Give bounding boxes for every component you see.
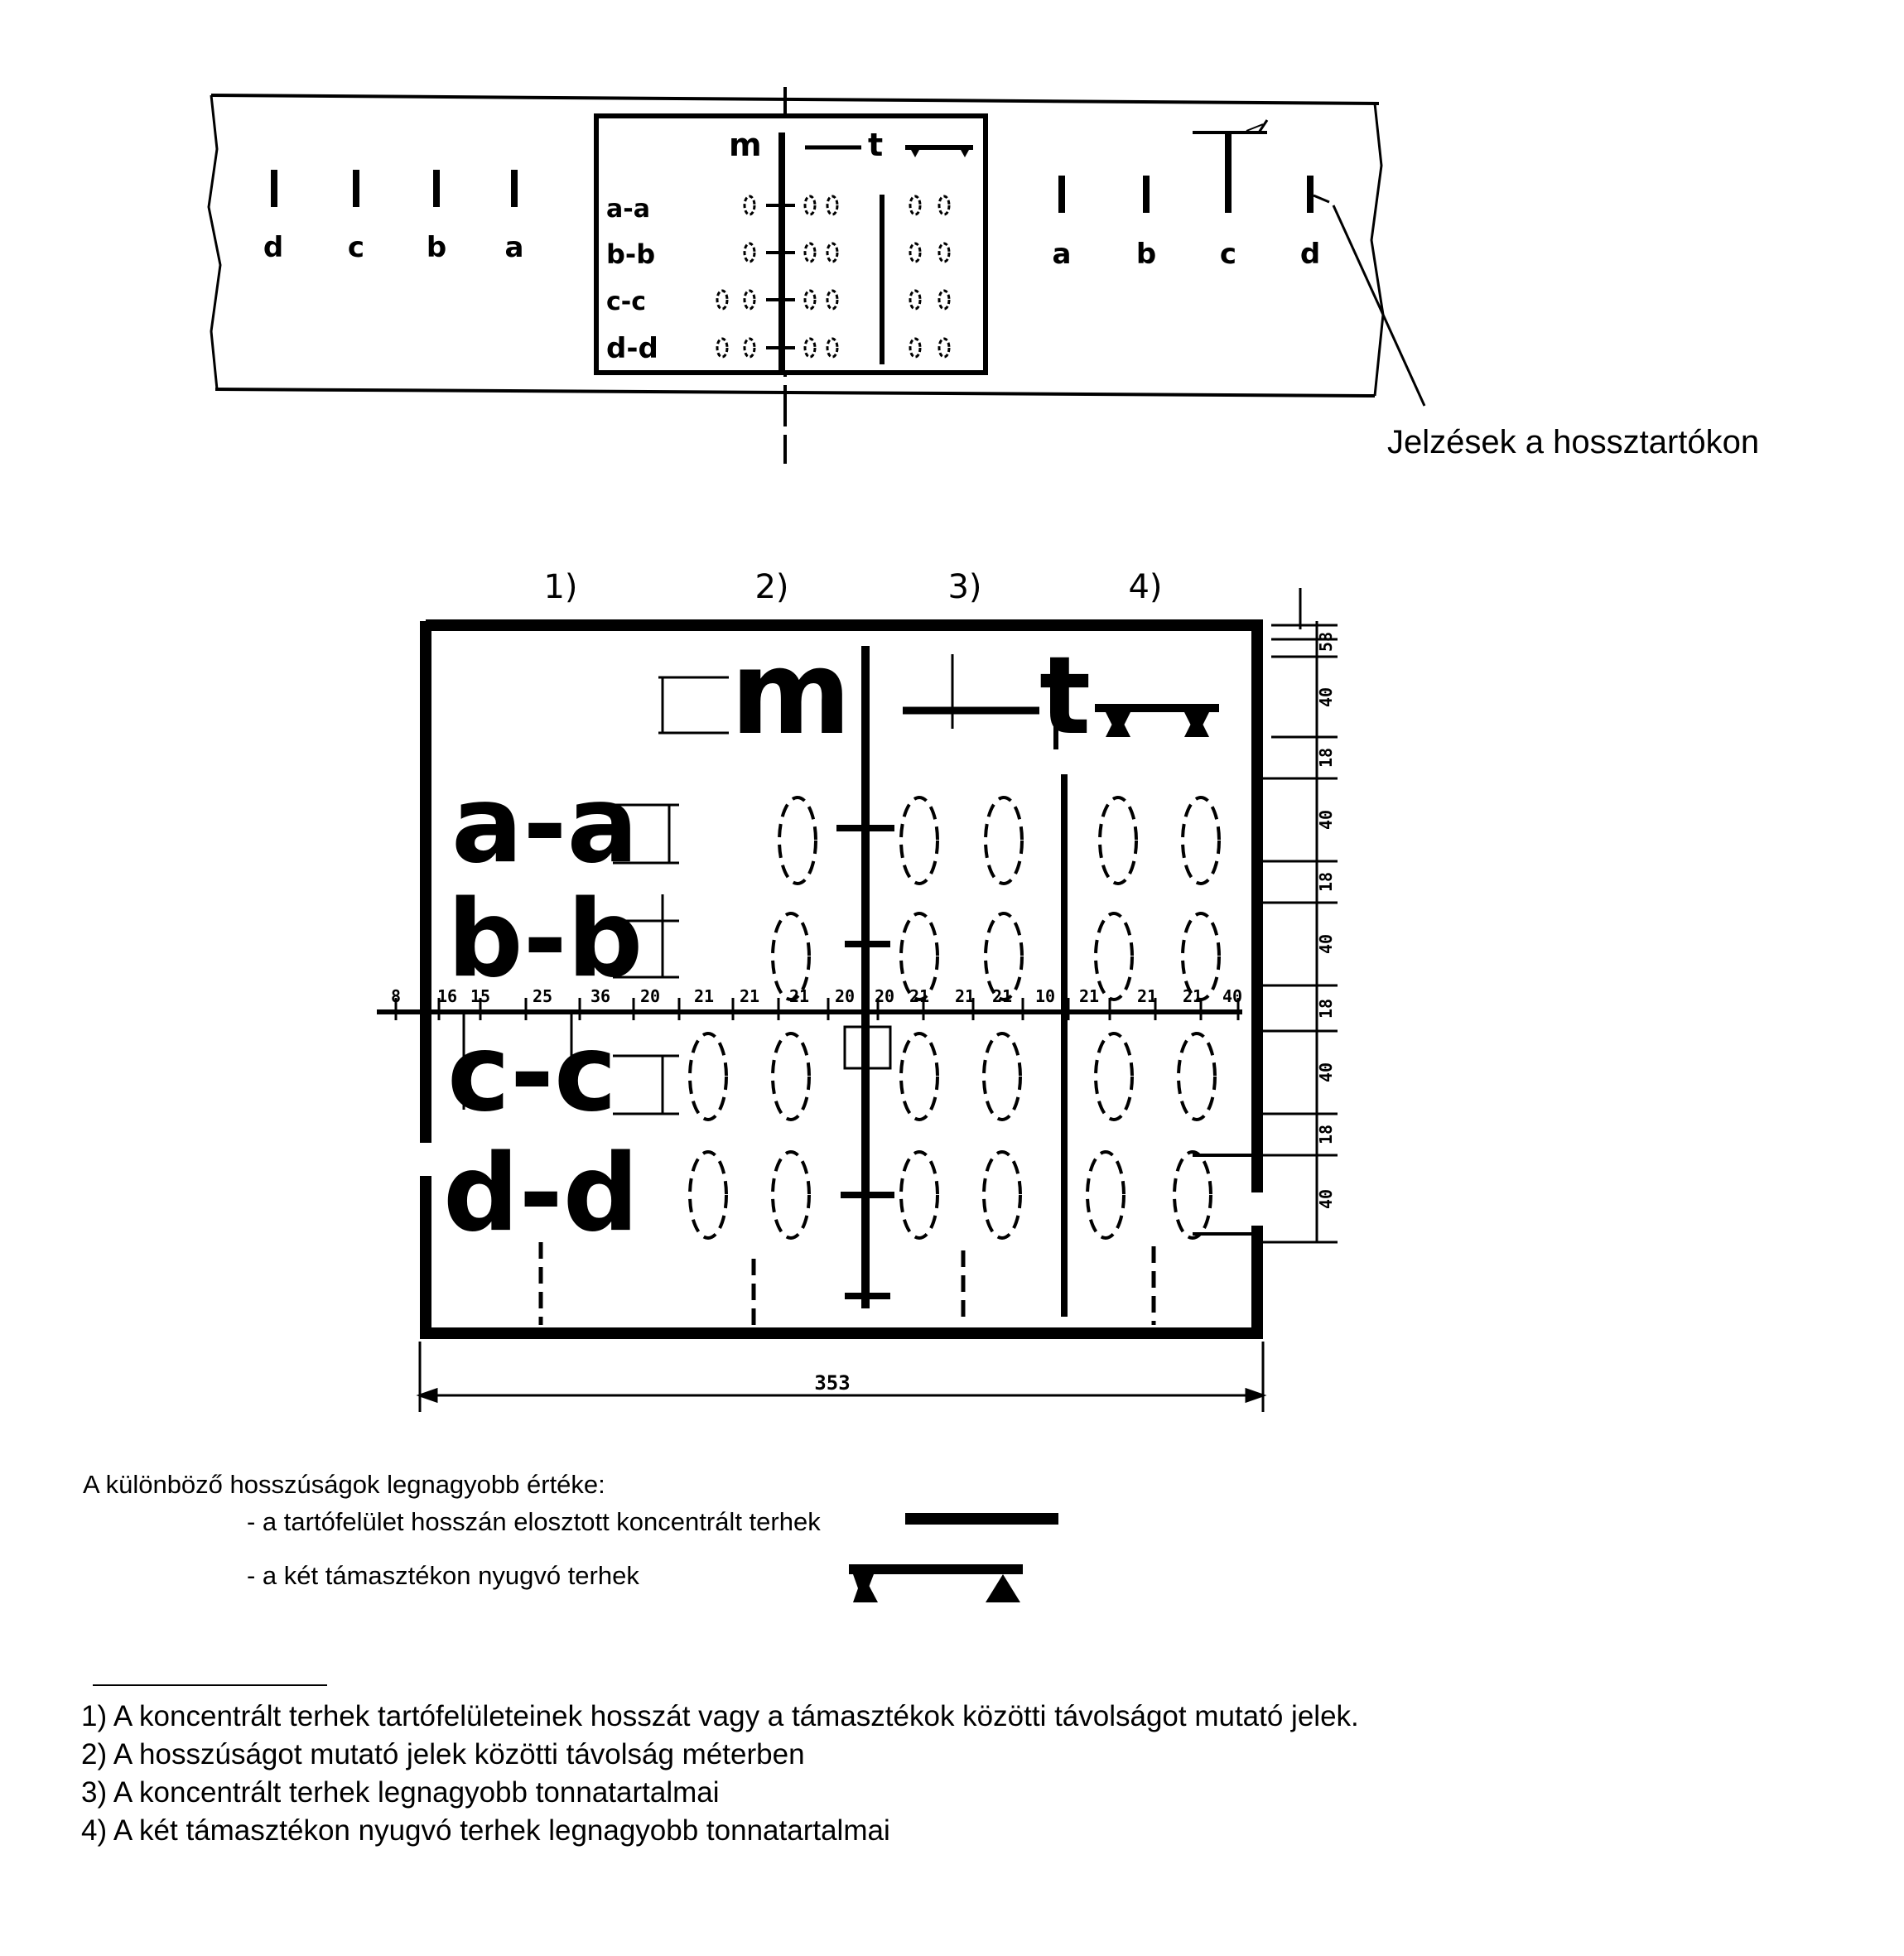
ruler-label: 21 xyxy=(740,986,759,1006)
col-number-3: 3) xyxy=(947,568,981,606)
small-row-b-b: b-b xyxy=(606,238,655,270)
small-oval-grid xyxy=(716,195,951,359)
right-mark-label-d: d xyxy=(1300,238,1320,271)
ruler-label: 21 xyxy=(694,986,714,1006)
right-dim-label: 40 xyxy=(1316,1062,1336,1082)
right-dim-label: 58 xyxy=(1316,632,1336,652)
detail-row-c-c: c-c xyxy=(447,1012,617,1135)
legend-item-distributed: - a tartófelület hosszán elosztott konce… xyxy=(247,1507,821,1536)
right-dim-label: 40 xyxy=(1316,934,1336,954)
left-mark-label-b: b xyxy=(427,231,446,264)
ruler-label: 16 xyxy=(437,986,457,1006)
right-dim-label: 18 xyxy=(1316,748,1336,768)
col-number-2: 2) xyxy=(754,568,788,606)
small-header-m: m xyxy=(729,127,762,163)
row-dimension-brackets xyxy=(570,803,679,1115)
ruler-label: 20 xyxy=(875,986,894,1006)
small-header-t: t xyxy=(868,127,883,163)
right-mark-label-a: a xyxy=(1053,238,1072,271)
right-dimension-chain xyxy=(1263,588,1338,1244)
footnote-4: 4) A két támasztékon nyugvó terhek legna… xyxy=(81,1814,890,1847)
legend-title: A különböző hosszúságok legnagyobb érték… xyxy=(83,1470,605,1499)
ruler-label: 20 xyxy=(835,986,855,1006)
detail-oval-grid xyxy=(688,796,1221,1240)
legend-supports-symbol xyxy=(849,1564,1023,1602)
small-row-a-a: a-a xyxy=(606,195,650,224)
ruler-label: 15 xyxy=(470,986,490,1006)
beam-caption: Jelzések a hossztartókon xyxy=(1387,424,1760,460)
right-dim-label: 40 xyxy=(1316,1189,1336,1209)
ruler-label: 36 xyxy=(590,986,610,1006)
ruler-label: 21 xyxy=(955,986,975,1006)
ruler-label: 8 xyxy=(391,986,401,1006)
detail-dividers xyxy=(845,646,1253,1317)
right-mark-label-b: b xyxy=(1136,238,1156,271)
col-number-1: 1) xyxy=(543,568,577,606)
ruler-label: 25 xyxy=(533,986,552,1006)
column-guides xyxy=(538,1242,1156,1325)
header-dimension-box xyxy=(658,654,954,735)
width-dimension xyxy=(416,1342,1267,1412)
detail-panel-frame xyxy=(420,619,1263,1339)
right-dim-label: 18 xyxy=(1316,872,1336,892)
small-row-c-c: c-c xyxy=(606,287,646,316)
ruler-label: 21 xyxy=(992,986,1012,1006)
right-dim-label: 40 xyxy=(1316,687,1336,707)
small-dim-arrow xyxy=(1246,123,1264,132)
footnote-1: 1) A koncentrált terhek tartófelületeine… xyxy=(81,1700,1359,1732)
right-dim-label: 18 xyxy=(1316,1125,1336,1144)
beam-strip xyxy=(207,94,1385,397)
ruler-label: 10 xyxy=(1035,986,1055,1006)
legend-item-supports: - a két támasztékon nyugvó terhek xyxy=(247,1561,639,1590)
ruler-label: 21 xyxy=(1137,986,1157,1006)
right-dim-label: 18 xyxy=(1316,999,1336,1019)
left-marks xyxy=(271,170,518,207)
left-mark-label-c: c xyxy=(348,231,364,264)
legend-bar-symbol xyxy=(905,1513,1058,1525)
detail-row-d-d: d-d xyxy=(443,1132,639,1255)
detail-header-t: t xyxy=(1039,633,1091,759)
left-mark-label-d: d xyxy=(263,231,283,264)
horizontal-ruler xyxy=(377,998,1242,1110)
small-row-d-d: d-d xyxy=(606,332,658,365)
width-dim-label: 353 xyxy=(814,1371,850,1395)
right-marks xyxy=(1058,119,1330,213)
ruler-label: 21 xyxy=(909,986,929,1006)
detail-row-b-b: b-b xyxy=(447,878,643,1001)
ruler-label: 40 xyxy=(1222,986,1242,1006)
left-mark-label-a: a xyxy=(505,231,524,264)
right-mark-label-c: c xyxy=(1220,238,1236,271)
detail-header-m: m xyxy=(730,626,851,761)
ruler-label: 20 xyxy=(640,986,660,1006)
footnote-3: 3) A koncentrált terhek legnagyobb tonna… xyxy=(81,1776,720,1809)
ruler-label: 21 xyxy=(789,986,809,1006)
ruler-label: 21 xyxy=(1079,986,1099,1006)
caption-leader xyxy=(1332,205,1426,407)
footnote-2: 2) A hosszúságot mutató jelek közötti tá… xyxy=(81,1738,805,1771)
right-dim-label: 40 xyxy=(1316,810,1336,830)
detail-row-a-a: a-a xyxy=(451,764,639,887)
small-marking-panel xyxy=(594,113,988,375)
ruler-label: 21 xyxy=(1183,986,1203,1006)
col-number-4: 4) xyxy=(1128,568,1162,606)
